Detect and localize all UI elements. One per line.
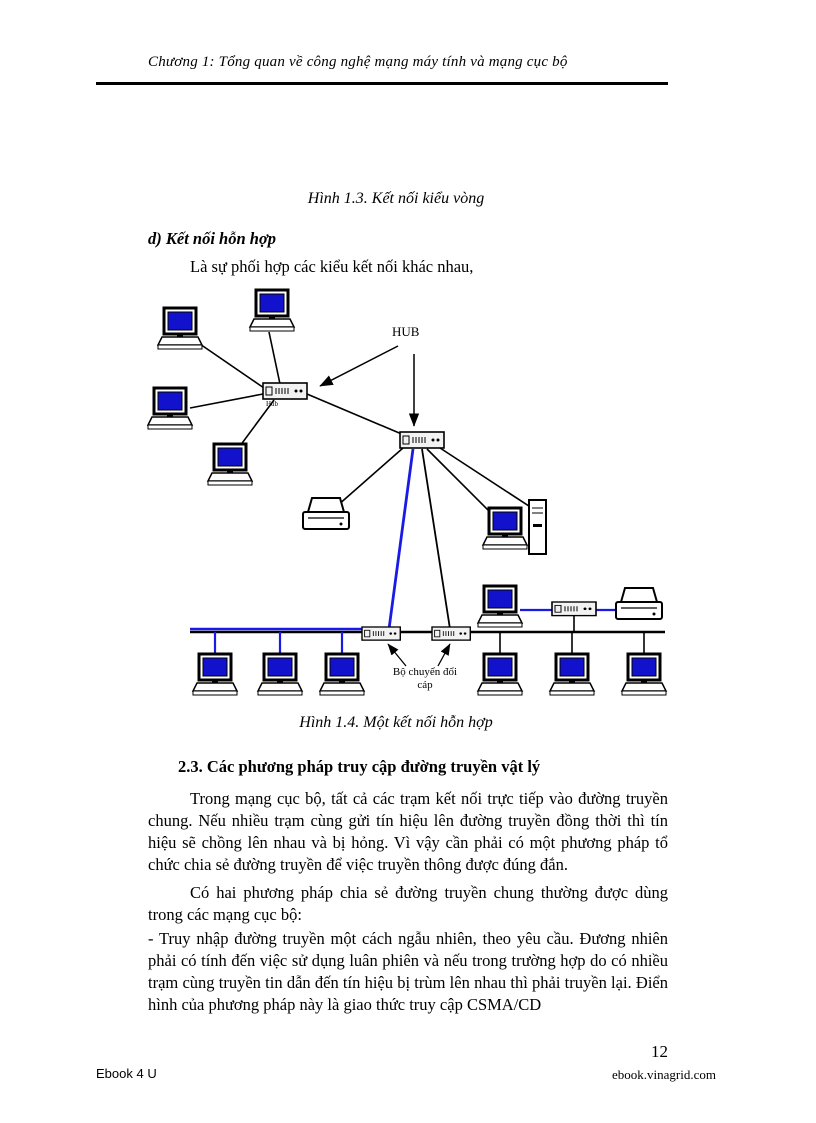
computer-icon — [156, 306, 204, 351]
figure-1-4-caption: Hình 1.4. Một kết nối hỗn hợp — [299, 714, 493, 731]
cable-line — [306, 393, 405, 436]
section-2-3-heading: 2.3. Các phương pháp truy cập đường truy… — [178, 757, 541, 776]
figure-1-3-caption: Hình 1.3. Kết nối kiểu vòng — [307, 190, 485, 207]
cable-line — [436, 445, 536, 511]
cable-converter-icon — [361, 626, 401, 641]
computer-icon — [248, 288, 296, 333]
converter-callout-arrow — [387, 643, 407, 667]
computer-icon — [256, 652, 304, 697]
computer-icon — [476, 584, 524, 629]
hub-device-label: Hub — [266, 400, 279, 408]
computer-icon — [620, 652, 668, 697]
cable-line — [336, 447, 404, 507]
cable-line — [189, 393, 264, 409]
computer-icon — [206, 442, 254, 487]
cable-line — [236, 399, 275, 451]
computer-icon — [548, 652, 596, 697]
cable-converter-label: Bộ chuyển đổi cáp — [392, 666, 458, 691]
cable-line — [426, 448, 497, 519]
footer-brand: Ebook 4 U — [96, 1066, 157, 1081]
tower-icon — [528, 499, 547, 555]
cable-line-blue — [387, 448, 415, 630]
subsection-d-intro: Là sự phối hợp các kiểu kết nối khác nha… — [190, 257, 474, 276]
cable-converter-icon — [431, 626, 471, 641]
hub-icon — [551, 601, 597, 617]
header-rule — [96, 82, 668, 85]
computer-icon — [318, 652, 366, 697]
callout-arrows — [319, 345, 451, 667]
printer-icon — [302, 497, 350, 530]
cable-line — [268, 331, 281, 385]
subsection-d-heading: d) Kết nối hỗn hợp — [148, 229, 277, 248]
paragraph-2: Có hai phương pháp chia sẻ đường truyền … — [148, 883, 668, 924]
network-diagram: HUB Hub Bộ chuyển đổi cáp — [140, 282, 685, 714]
footer-site: ebook.vinagrid.com — [612, 1067, 716, 1082]
computer-icon — [191, 652, 239, 697]
hub-callout-label: HUB — [392, 324, 420, 339]
computer-icon — [146, 386, 194, 431]
computer-icon — [476, 652, 524, 697]
hub-icon — [399, 431, 445, 449]
network-diagram-canvas — [146, 288, 668, 697]
converter-callout-arrow — [437, 643, 451, 667]
paragraph-3: - Truy nhập đường truyền một cách ngẫu n… — [148, 929, 668, 1014]
paragraph-1: Trong mạng cục bộ, tất cả các trạm kết n… — [148, 789, 668, 874]
chapter-header-text: Chương 1: Tổng quan về công nghệ mạng má… — [148, 54, 568, 70]
hub-icon — [262, 382, 308, 400]
hub-callout-arrow — [319, 345, 399, 387]
cable-line — [421, 448, 451, 630]
cable-line — [196, 341, 265, 389]
computer-icon — [481, 506, 529, 551]
printer-icon — [615, 587, 663, 620]
page-number: 12 — [651, 1042, 668, 1061]
